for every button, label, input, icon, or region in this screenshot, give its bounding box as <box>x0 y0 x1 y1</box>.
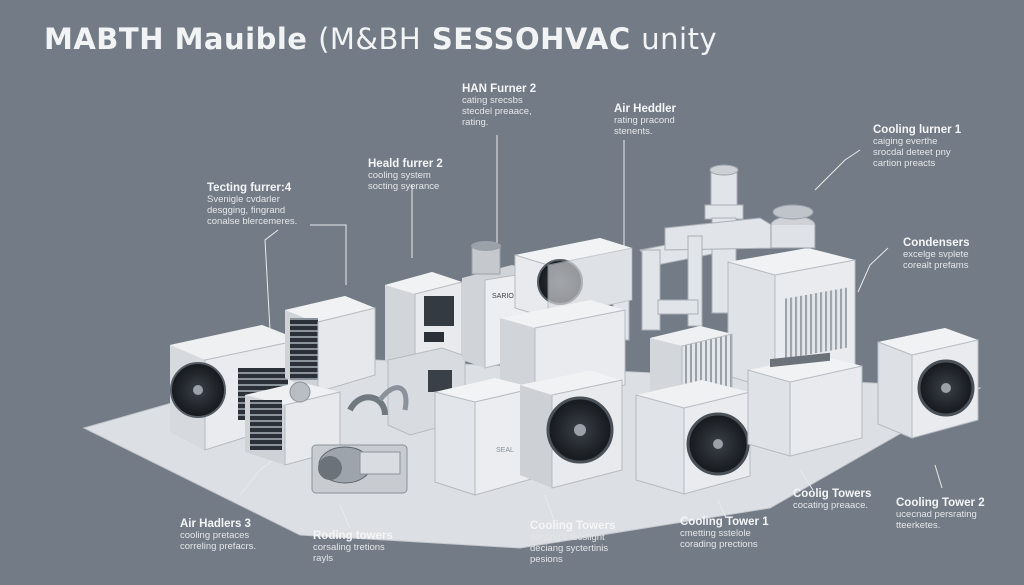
condenser-right-center <box>635 380 751 495</box>
page-title: MABTH Mauible (M&BH SESSOHVAC unity <box>44 22 718 56</box>
label-heald-furrer-2: Heald furrer 2 cooling system socting sy… <box>368 158 443 193</box>
unit-badge: SARIO <box>492 293 514 300</box>
leader-lines <box>239 135 943 529</box>
label-cooling-tower-1: Cooling Tower 1 cmetting sstelole coradi… <box>680 516 769 551</box>
label-cooling-towers-right: Coolig Towers cocating preaace. <box>793 488 872 512</box>
wall-fan-unit <box>514 238 633 319</box>
condenser-center <box>520 370 623 489</box>
duct-cap <box>709 164 739 176</box>
label-cooling-lurner-1: Cooling lurner 1 caiging everthe srocdal… <box>873 124 962 170</box>
front-cabinet: SEAL <box>434 378 536 496</box>
label-roding-towers: Roding towers corsaling tretions rayls <box>313 530 393 565</box>
cabinet-badge: SEAL <box>496 447 514 454</box>
motor-pump-assembly <box>311 385 409 494</box>
condenser-far-right <box>877 328 979 439</box>
label-air-hadlers-3: Air Hadlers 3 cooling pretaces correling… <box>180 518 257 553</box>
label-tecting-furrer: Tecting furrer:4 Svenigle cvdarler desgg… <box>207 182 298 228</box>
label-air-heddler: Air Heddler rating pracond stenents. <box>614 103 676 138</box>
low-cabinet-right <box>747 352 863 457</box>
label-condensers: Condensers excelge svplete corealt prefa… <box>903 237 970 272</box>
label-cooling-tower-2: Cooling Tower 2 ucecnad persrating tteer… <box>896 497 985 532</box>
label-han-furner-2: HAN Furner 2 cating srecsbs stecdel prea… <box>462 83 537 129</box>
cabinet-left-grille <box>285 296 376 393</box>
label-cooling-towers-center: Cooling Towers senting's tecslight decia… <box>530 520 616 566</box>
